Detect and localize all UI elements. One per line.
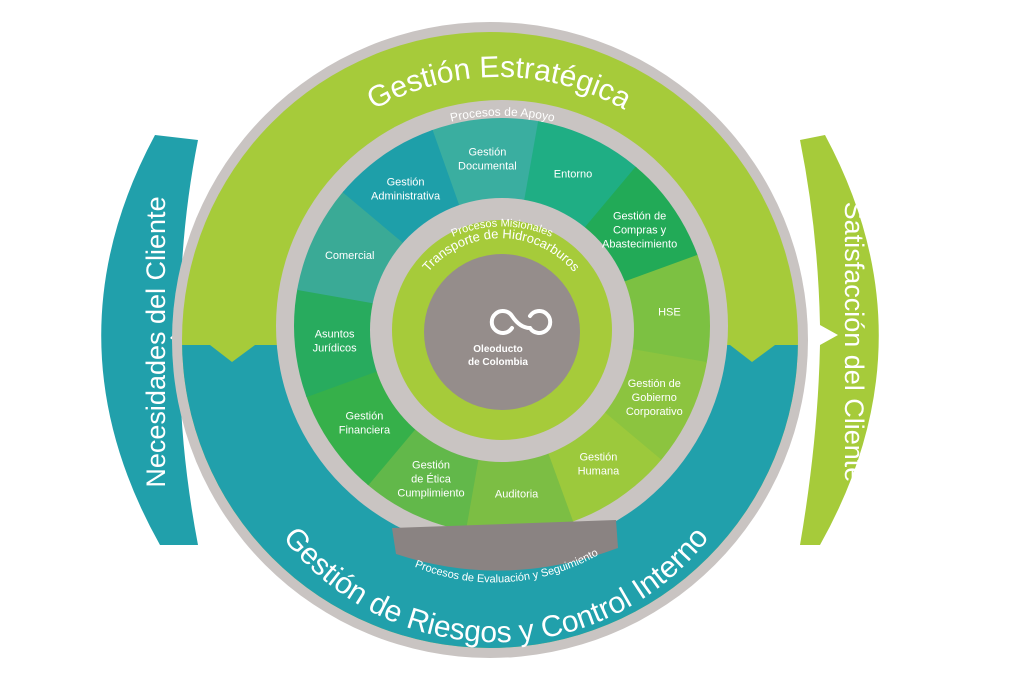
company-logo: Oleoducto de Colombia [468,309,553,368]
left-side-label: Necesidades del Cliente [141,196,171,487]
segment-label-line: Gestión de [613,211,666,223]
segment-label-line: Abastecimiento [602,239,677,251]
logo-line2: de Colombia [468,357,528,368]
segment-label-line: Cumplimiento [397,487,464,499]
segment-label-line: Documental [458,161,517,173]
segment-label-line: Jurídicos [313,343,358,355]
segment-label-line: Humana [578,466,620,478]
segment-label: Entorno [554,169,593,181]
segment-label: Gestión de Compras y Abastecimiento [602,211,677,251]
segment-label-line: Financiera [339,424,391,436]
segment-label-line: Gestión de [628,378,681,390]
segment-label-line: Administrativa [371,190,441,202]
segment-label-line: Gestión [387,176,425,188]
segment-label-line: Corporativo [626,406,683,418]
evaluation-band [392,520,618,571]
right-crescent: Satisfacción del Cliente [800,135,879,545]
segment-label-line: Comercial [325,250,375,262]
segment-label-line: Auditoria [495,488,539,500]
support-ring-label: Procesos de Apoyo [449,105,557,125]
segment-label-line: HSE [658,306,681,318]
outer-ring-label: Procesos Direccionales [436,1,565,21]
logo-line1: Oleoducto [473,344,522,355]
segment-label-line: Gestión [412,459,450,471]
logo-mark-icon [489,309,553,335]
left-crescent: Necesidades del Cliente [101,135,198,545]
segment-label-line: Gestión [468,147,506,159]
segment-label-line: Asuntos [315,329,355,341]
segment-label: Auditoria [495,488,539,500]
segment-label-line: Compras y [613,225,667,237]
segment-label: Comercial [325,250,375,262]
right-side-label: Satisfacción del Cliente [839,202,869,483]
segment-label: HSE [658,306,681,318]
segment-label-line: de Ética [411,472,452,485]
segment-label-line: Gestión [579,452,617,464]
segment-label-line: Gobierno [632,392,677,404]
segment-label-line: Entorno [554,169,593,181]
segment-label-line: Gestión [345,410,383,422]
